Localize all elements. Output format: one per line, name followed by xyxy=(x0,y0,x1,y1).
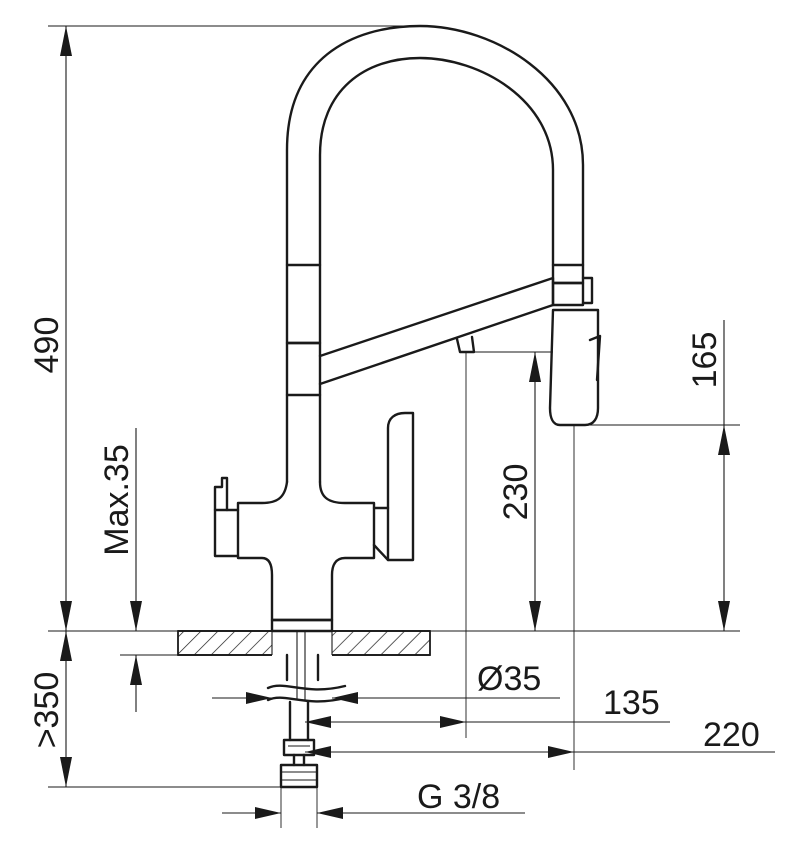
dimension-thread: G 3/8 xyxy=(222,778,525,828)
countertop xyxy=(177,629,431,657)
spout-arm xyxy=(318,276,555,386)
dimension-reach-mid: 135 xyxy=(305,352,670,738)
spray-head xyxy=(548,263,602,427)
label-hose-length: >350 xyxy=(28,672,66,749)
mixer-body xyxy=(213,411,415,633)
label-spout-height: 230 xyxy=(497,464,535,521)
label-reach-mid: 135 xyxy=(603,684,660,722)
dimension-hole-diameter: Ø35 xyxy=(212,660,560,704)
dimension-max-thickness: Max.35 xyxy=(98,428,178,712)
dimension-spray-height: 165 xyxy=(574,320,740,631)
label-reach-max: 220 xyxy=(703,716,760,754)
column xyxy=(285,263,322,484)
label-spray-height: 165 xyxy=(686,332,724,389)
label-hole-diameter: Ø35 xyxy=(477,660,541,698)
dimension-spout-height: 230 xyxy=(466,351,553,631)
arched-hose xyxy=(285,24,585,267)
label-total-height: 490 xyxy=(28,317,66,374)
label-max-thickness: Max.35 xyxy=(98,444,136,556)
dimension-total-height: 490 xyxy=(28,25,740,632)
dimension-reach-max: 220 xyxy=(305,425,775,770)
dimension-hose-length: >350 xyxy=(28,631,281,788)
label-thread: G 3/8 xyxy=(417,778,500,816)
faucet xyxy=(213,24,602,789)
